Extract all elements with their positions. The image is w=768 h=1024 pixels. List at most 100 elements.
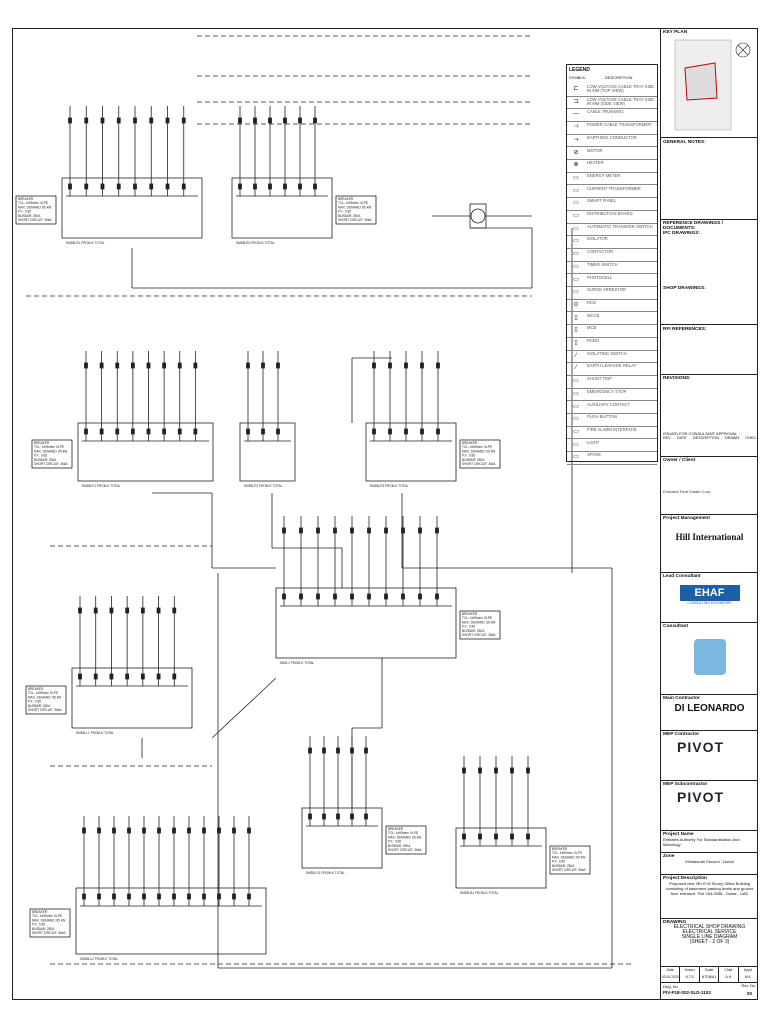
board-notes-box bbox=[549, 845, 591, 875]
meta-value: M.K bbox=[744, 975, 751, 979]
breaker-symbol bbox=[283, 183, 287, 190]
breaker-symbol bbox=[333, 593, 337, 600]
breaker-symbol bbox=[217, 827, 221, 834]
lead-consultant-panel: Lead Consultant EHAF CONSULTING ENGINEER… bbox=[661, 573, 758, 623]
breaker-symbol bbox=[384, 527, 388, 534]
breaker-symbol bbox=[99, 362, 104, 369]
distribution-board bbox=[77, 422, 214, 482]
legend-description: FIRE ALARM INTERFACE bbox=[587, 427, 637, 432]
breaker-symbol bbox=[84, 362, 88, 369]
legend-description: LOW VOLTAGE CABLE TRAY SIZE IN MM (SIDE … bbox=[587, 97, 655, 106]
legend-symbol: ⊐ bbox=[573, 98, 579, 105]
zone-panel: Zone Muhaisnah Second - Dubai bbox=[661, 853, 758, 875]
board-notes-box bbox=[29, 908, 71, 938]
legend-symbol: ▭ bbox=[573, 378, 579, 385]
board-note: BREAKER bbox=[388, 827, 404, 831]
revision-column-header: DRAWN bbox=[724, 436, 740, 440]
breaker-symbol bbox=[372, 428, 376, 435]
legend-row: ⊘MOTOR bbox=[567, 147, 657, 160]
legend-row: ⇢EARTHING CONDUCTOR bbox=[567, 134, 657, 148]
board-note: P.F.: 0.85 bbox=[338, 210, 351, 214]
legend-description: RCD bbox=[587, 300, 597, 305]
project-name-label: Project Name bbox=[663, 832, 694, 837]
legend-description: ISOLATOR bbox=[587, 237, 608, 242]
legend-row: ▭EMERGENCY STOP bbox=[567, 388, 657, 402]
board-notes-box bbox=[31, 439, 73, 469]
breaker-symbol bbox=[162, 428, 167, 435]
board-label: SMDB-P1 FROM-K TOTAL bbox=[82, 484, 121, 488]
board-note: TCL: 4x95mm² XLPE bbox=[388, 831, 418, 835]
breaker-symbol bbox=[84, 428, 88, 435]
breaker-symbol bbox=[350, 527, 354, 534]
breaker-symbol bbox=[510, 833, 514, 840]
legend-header-desc: DESCRIPTION bbox=[605, 75, 633, 80]
breaker-symbol bbox=[404, 362, 408, 369]
key-plan-panel: KEY PLAN bbox=[661, 28, 758, 138]
legend-symbol: ⊙ bbox=[573, 301, 579, 308]
legend-description: MCCB bbox=[587, 313, 600, 318]
breaker-symbol bbox=[84, 183, 89, 190]
rfi-panel: RFI REFERENCES: bbox=[661, 325, 758, 375]
breaker-symbol bbox=[478, 767, 482, 774]
breaker-symbol bbox=[193, 428, 198, 435]
breaker-symbol bbox=[333, 527, 337, 534]
legend-description: ENERGY METER bbox=[587, 173, 621, 178]
lead-consultant-sub: CONSULTING ENGINEERS bbox=[687, 601, 732, 605]
breaker-symbol bbox=[253, 183, 257, 190]
board-note: TCL: 4x95mm² XLPE bbox=[32, 914, 62, 918]
revisions-panel: REVISIONS: ISSUED FOR CONSULTANT APPROVA… bbox=[661, 375, 758, 457]
breaker-symbol bbox=[130, 428, 135, 435]
legend-description: CABLE TRUNKING bbox=[587, 110, 624, 115]
breaker-symbol bbox=[127, 827, 131, 834]
breaker-symbol bbox=[172, 893, 176, 900]
breaker-symbol bbox=[316, 593, 320, 600]
legend-symbol: — bbox=[573, 111, 579, 118]
legend-symbol: ▭ bbox=[573, 263, 579, 270]
subcontractor-label: MEP Contractor bbox=[663, 732, 700, 737]
board-note: BUSBAR: 250A bbox=[18, 214, 41, 218]
lead-consultant-logo: EHAF bbox=[679, 585, 740, 601]
legend-description: EMERGENCY STOP bbox=[587, 389, 627, 394]
pm-name: Hill International bbox=[675, 532, 744, 542]
breaker-symbol bbox=[68, 117, 72, 124]
board-note: MAX. DEMAND: 65 kW bbox=[552, 855, 585, 859]
breaker-symbol bbox=[404, 428, 408, 435]
breaker-symbol bbox=[165, 183, 170, 190]
legend-row: ▯MCB bbox=[567, 324, 657, 338]
breaker-symbol bbox=[420, 428, 424, 435]
reference-panel: REFERENCE DRAWINGS / DOCUMENTS: IFC DRAW… bbox=[661, 220, 758, 325]
board-note: P.F.: 0.85 bbox=[28, 700, 41, 704]
legend-symbol: ▭ bbox=[573, 276, 579, 283]
legend-description: EARTHING CONDUCTOR bbox=[587, 135, 637, 140]
breaker-symbol bbox=[276, 362, 280, 369]
breaker-symbol bbox=[462, 833, 466, 840]
client-panel: Owner / Client Emirates Real Estate Corp… bbox=[661, 457, 758, 515]
breaker-symbol bbox=[172, 673, 177, 680]
dwg-no: PIV-P18-S02-SLD-1103 bbox=[663, 990, 711, 995]
breaker-symbol bbox=[276, 428, 280, 435]
legend-symbol: ▭ bbox=[573, 174, 579, 181]
breaker-symbol bbox=[308, 747, 312, 754]
board-note: MAX. DEMAND: 65 kW bbox=[32, 918, 65, 922]
breaker-symbol bbox=[130, 362, 135, 369]
breaker-symbol bbox=[401, 527, 405, 534]
legend-symbol: ⁄ bbox=[575, 352, 577, 359]
breaker-symbol bbox=[283, 117, 287, 124]
legend-symbol: ▭ bbox=[573, 251, 579, 258]
revision-column-header: REV bbox=[663, 436, 671, 440]
board-note: SHORT CIRCUIT: 36kA bbox=[552, 868, 586, 872]
board-note: TCL: 4x95mm² XLPE bbox=[552, 851, 582, 855]
project-desc: Proposed new 2B+G+6 Storey Office Buildi… bbox=[665, 881, 754, 896]
main-contractor-panel: Main Contractor DI LEONARDO bbox=[661, 695, 758, 731]
subcontractor-name: PIVOT bbox=[677, 739, 725, 755]
distribution-board bbox=[75, 887, 267, 955]
breaker-symbol bbox=[165, 117, 170, 124]
subcontractor2-panel: MEP Subcontractor PIVOT bbox=[661, 781, 758, 831]
board-note: P.F.: 0.85 bbox=[552, 860, 565, 864]
legend-description: AUTOMATIC TRANSFER SWITCH bbox=[587, 224, 653, 229]
board-note: BUSBAR: 250A bbox=[34, 458, 57, 462]
legend-symbol: ⊘ bbox=[573, 149, 579, 156]
